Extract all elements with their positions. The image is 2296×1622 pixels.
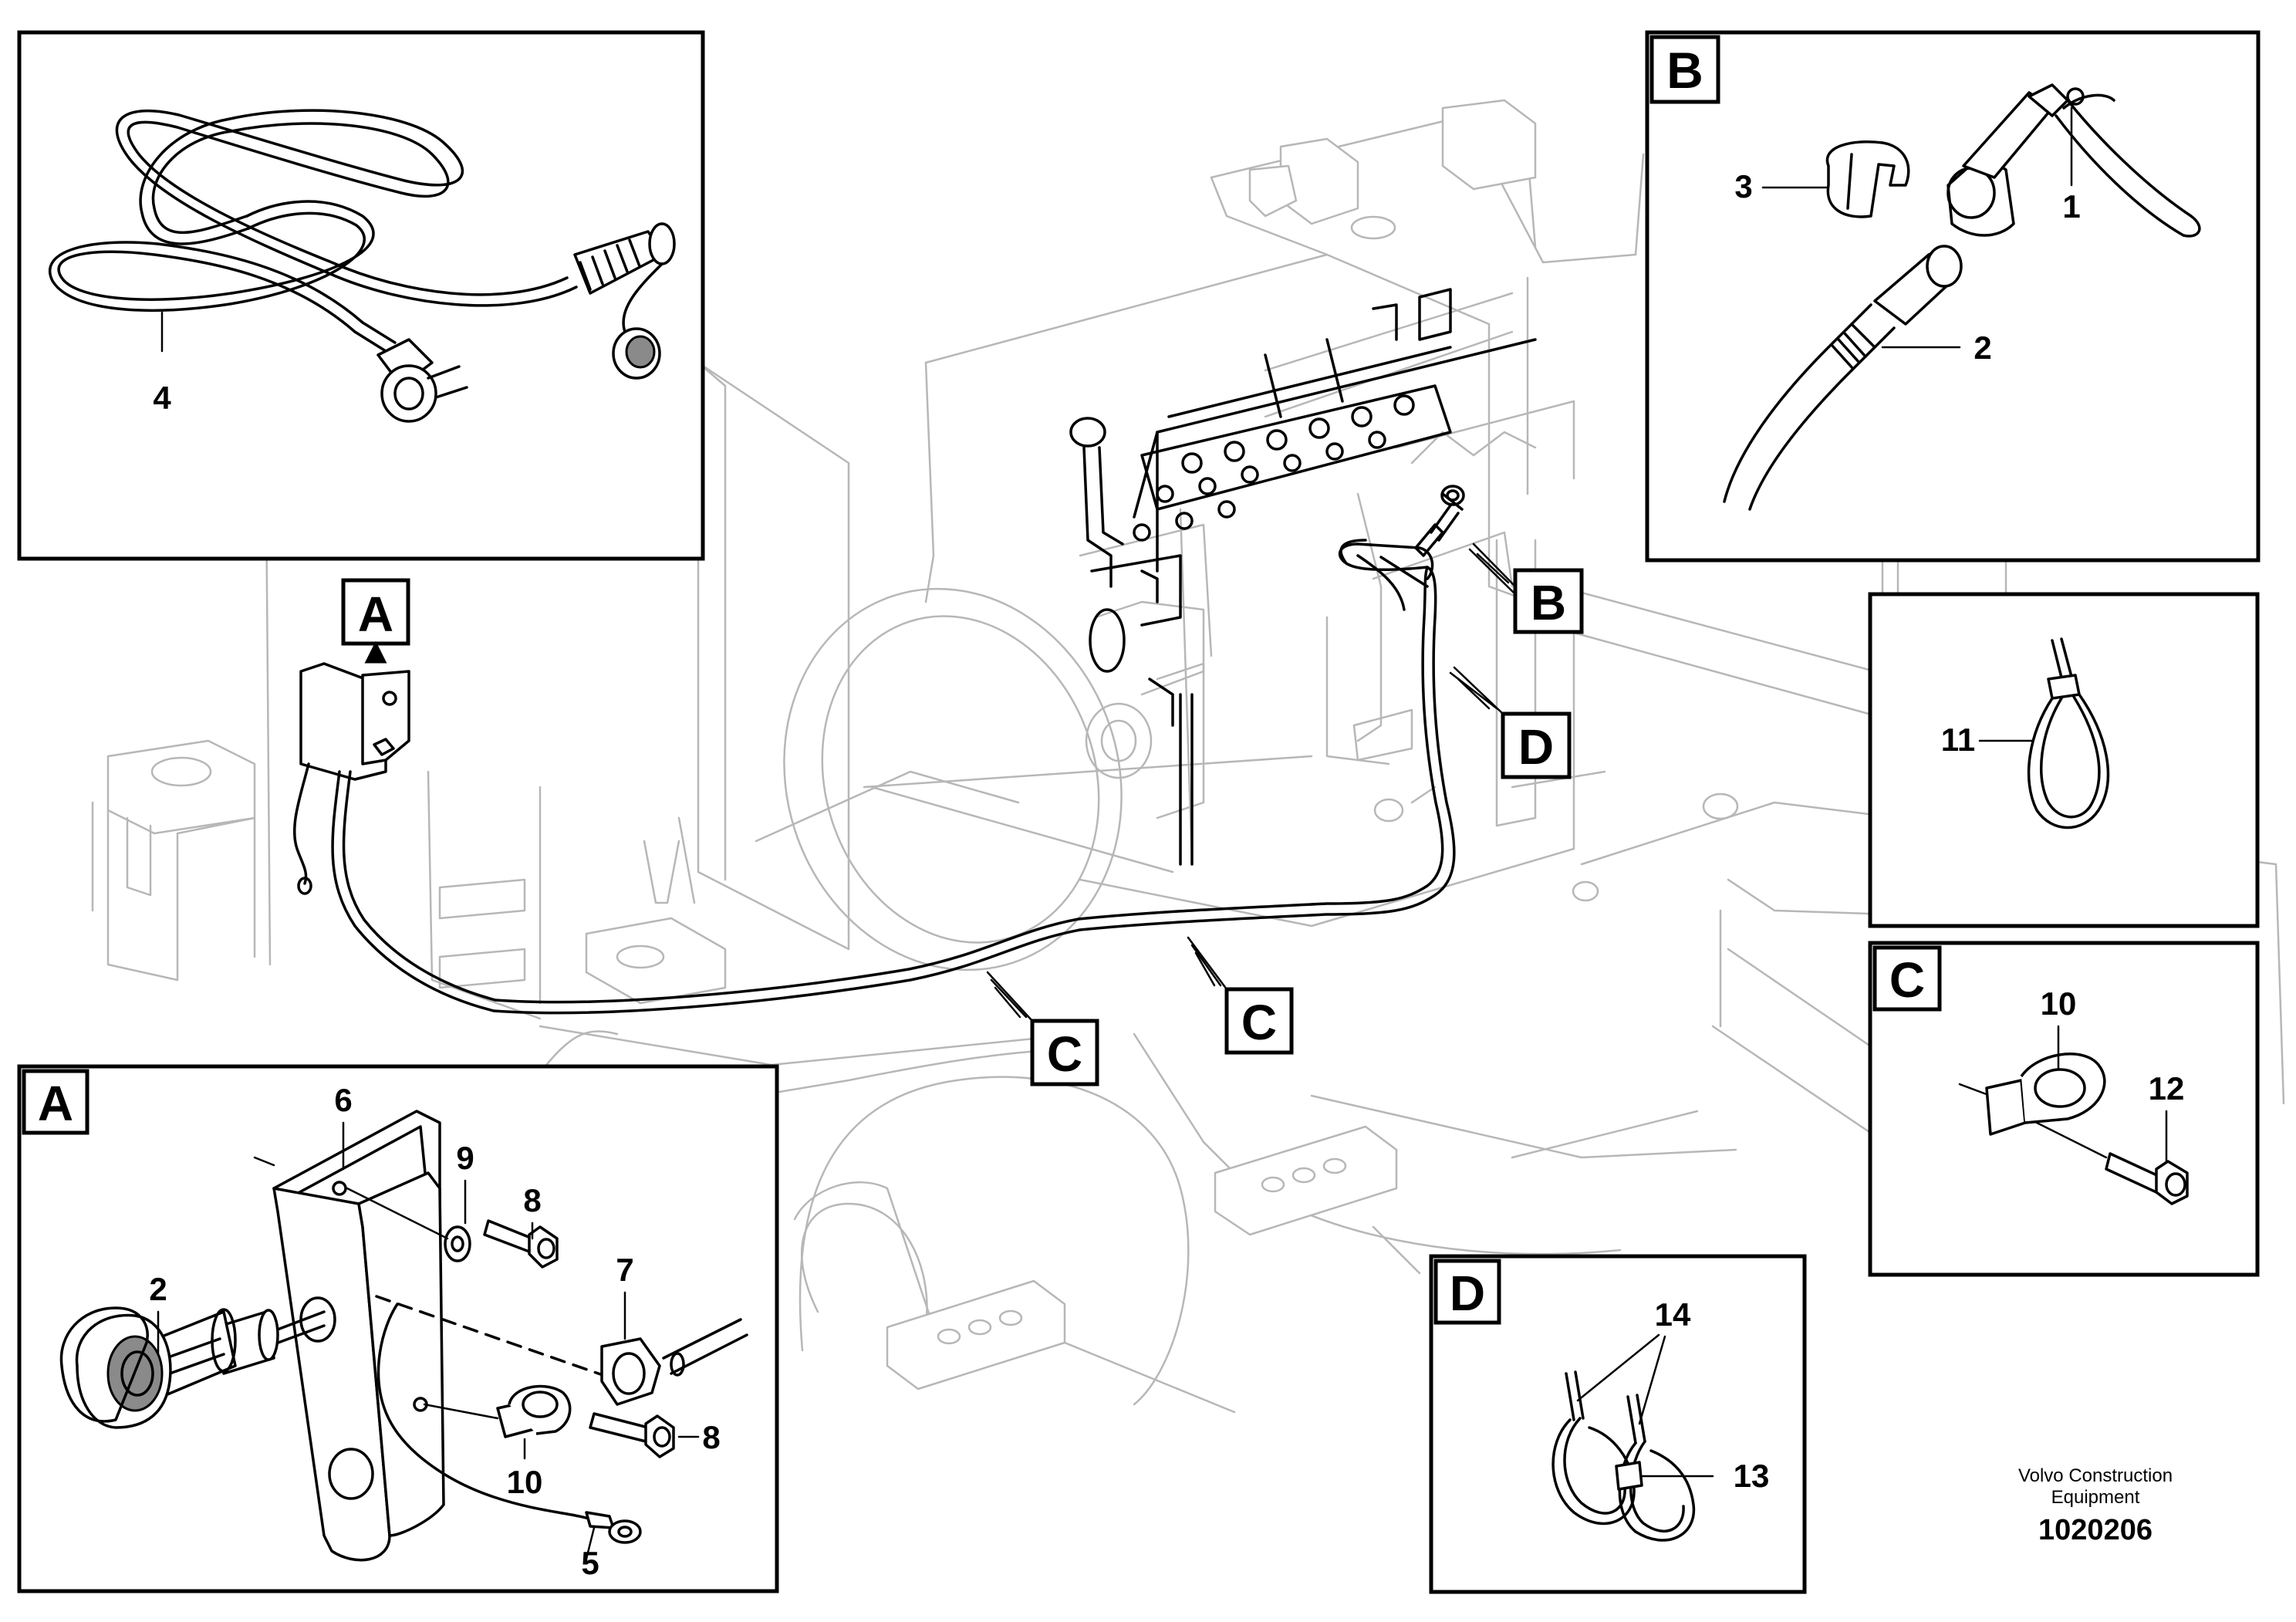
engine-detail — [1069, 288, 1537, 866]
label-12: 12 — [2149, 1070, 2185, 1163]
ground-wire-5 — [376, 1303, 642, 1544]
svg-text:D: D — [1450, 1265, 1485, 1321]
label-5: 5 — [581, 1526, 599, 1581]
svg-text:9: 9 — [456, 1140, 474, 1176]
callout-c-overview-left: C — [986, 971, 1099, 1086]
plug-connector — [573, 222, 676, 380]
double-cable-ties — [1551, 1370, 1696, 1542]
main-cable-route — [331, 485, 1465, 1015]
svg-text:11: 11 — [1941, 721, 1975, 758]
callout-d-overview: D — [1449, 666, 1572, 779]
label-11: 11 — [1941, 721, 2034, 758]
svg-text:4: 4 — [153, 380, 171, 416]
drawing-number: 1020206 — [2038, 1514, 2152, 1546]
bolt-12 — [2035, 1121, 2189, 1205]
panel-cable-tie: 11 — [1868, 592, 2260, 928]
label-9: 9 — [456, 1140, 474, 1225]
panel-a: A 6 9 8 — [17, 1064, 779, 1593]
footer-stamp: Volvo Construction Equipment 1020206 — [2018, 1465, 2173, 1546]
label-1: 1 — [2062, 106, 2081, 225]
grommet-7 — [375, 1295, 748, 1406]
washer-9 — [346, 1187, 471, 1262]
svg-text:10: 10 — [2041, 985, 2077, 1022]
company-name-line2: Equipment — [2051, 1487, 2140, 1508]
svg-text:2: 2 — [1974, 329, 1991, 366]
callout-c-overview-right: C — [1187, 936, 1294, 1055]
panel-c: C 10 12 — [1868, 941, 2260, 1277]
panel-b: B 3 1 — [1645, 30, 2261, 563]
panel-heater-cable: 4 — [17, 30, 705, 561]
extension-cable — [48, 109, 578, 353]
mains-plug — [376, 338, 468, 423]
callout-b-overview: B — [1468, 542, 1584, 634]
svg-text:10: 10 — [507, 1464, 543, 1500]
p-clamp-10 — [423, 1384, 572, 1438]
svg-text:6: 6 — [334, 1082, 352, 1118]
label-7: 7 — [616, 1252, 634, 1340]
company-name-line1: Volvo Construction — [2018, 1465, 2173, 1486]
socket-bracket-overview — [293, 662, 410, 895]
bolt-8-upper — [483, 1219, 559, 1269]
panel-d: D 14 13 — [1429, 1254, 1807, 1594]
svg-text:A: A — [38, 1076, 73, 1131]
label-8-lower: 8 — [677, 1419, 721, 1455]
svg-text:A: A — [358, 586, 393, 642]
label-6: 6 — [334, 1082, 353, 1171]
svg-text:C: C — [1241, 995, 1277, 1050]
svg-text:13: 13 — [1734, 1458, 1770, 1494]
svg-text:1: 1 — [2062, 188, 2080, 225]
mounting-bracket — [253, 1110, 445, 1562]
svg-text:C: C — [1889, 952, 1925, 1008]
label-2-panel-a: 2 — [149, 1271, 167, 1356]
svg-text:7: 7 — [616, 1252, 633, 1288]
svg-text:B: B — [1531, 575, 1566, 630]
label-14: 14 — [1576, 1296, 1691, 1425]
svg-text:2: 2 — [149, 1271, 167, 1307]
cable-socket — [59, 1306, 326, 1429]
svg-text:8: 8 — [523, 1182, 541, 1218]
injector-nozzles — [1133, 394, 1415, 542]
retaining-clip — [1825, 140, 1910, 218]
label-4: 4 — [153, 311, 171, 416]
label-10-panel-a: 10 — [507, 1438, 543, 1500]
label-8-upper: 8 — [523, 1182, 542, 1240]
label-2-panel-b: 2 — [1881, 329, 1992, 366]
label-3: 3 — [1734, 168, 1828, 204]
svg-text:C: C — [1047, 1026, 1082, 1082]
cable-tie — [2027, 637, 2110, 830]
p-clamp — [1958, 1053, 2106, 1136]
callout-a-overview: A — [341, 578, 410, 664]
svg-text:14: 14 — [1655, 1296, 1691, 1333]
svg-text:8: 8 — [702, 1419, 720, 1455]
bolt-8-lower — [589, 1412, 675, 1458]
svg-text:12: 12 — [2149, 1070, 2185, 1107]
socket-connector — [1723, 245, 1963, 511]
sealing-plug-with-strap — [1947, 83, 2201, 238]
svg-text:3: 3 — [1734, 168, 1752, 204]
label-10-panel-c: 10 — [2041, 985, 2077, 1070]
svg-text:5: 5 — [581, 1545, 599, 1581]
svg-text:D: D — [1518, 719, 1554, 775]
svg-text:B: B — [1666, 42, 1703, 99]
label-13: 13 — [1640, 1458, 1770, 1494]
